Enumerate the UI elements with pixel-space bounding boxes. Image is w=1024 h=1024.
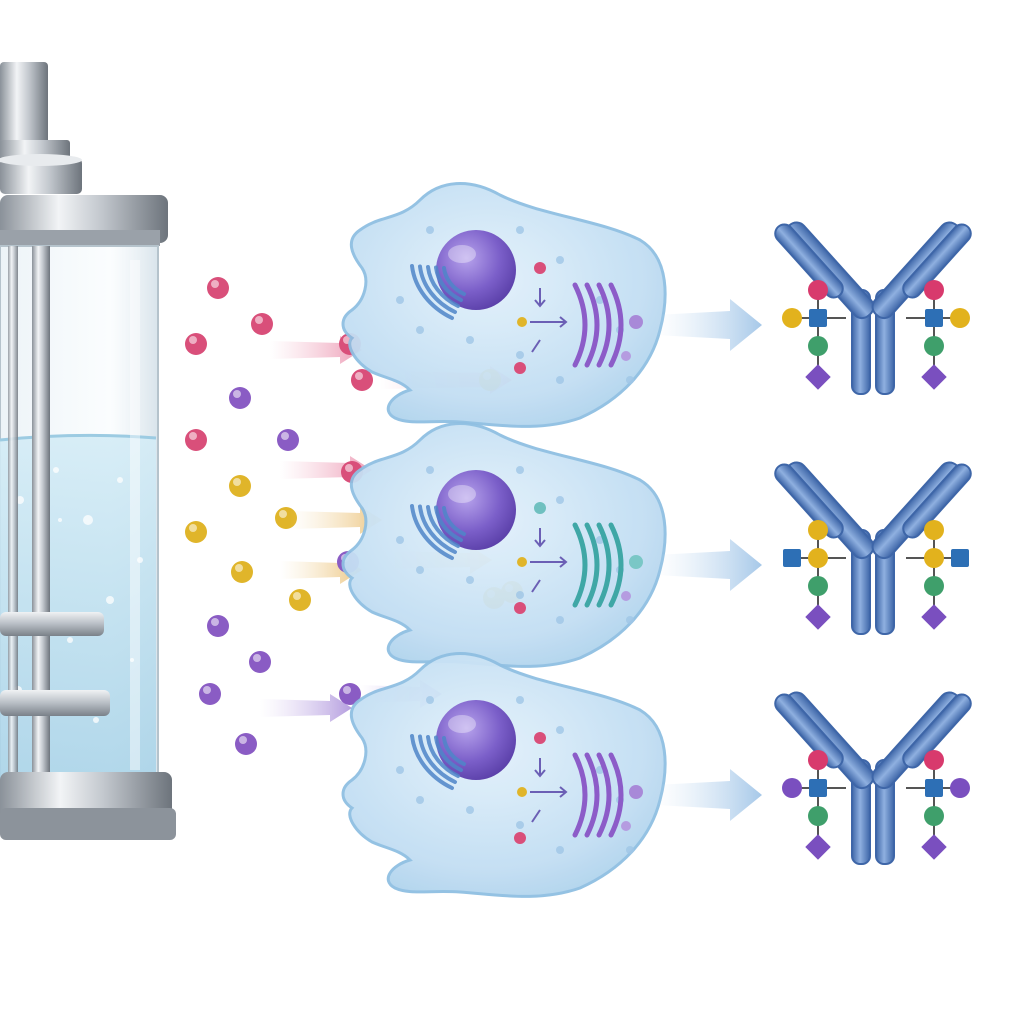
vesicle-trafficking [530, 288, 568, 353]
golgi-icon [572, 522, 624, 608]
flow-arrow-icon [655, 769, 762, 821]
flow-arrow-icon [655, 299, 762, 351]
nutrient-molecule-icon [185, 521, 207, 543]
nutrient-molecule-icon [235, 733, 257, 755]
glycan-icon [906, 280, 970, 390]
endoplasmic-reticulum [410, 734, 466, 790]
antibody-icon [774, 691, 972, 865]
golgi-icon [572, 752, 624, 838]
nutrient-molecule-icon [351, 369, 373, 391]
glycan-icon [906, 520, 969, 630]
cell-icon [341, 182, 667, 428]
nutrient-molecule-icon [289, 589, 311, 611]
antibody-icon [774, 221, 972, 395]
nutrient-molecule-icon [339, 683, 361, 705]
nutrient-molecule-icon [207, 615, 229, 637]
flow-arrow-icon [655, 539, 762, 591]
golgi-icon [572, 282, 624, 368]
endoplasmic-reticulum [410, 264, 466, 320]
nutrient-molecule-icon [231, 561, 253, 583]
nutrient-molecule-icon [251, 313, 273, 335]
cell-icon [341, 652, 667, 898]
nutrient-molecule-icon [229, 475, 251, 497]
nutrient-flow-arrow [260, 694, 352, 722]
nutrient-molecule-icon [249, 651, 271, 673]
vesicle-trafficking [530, 528, 568, 593]
endoplasmic-reticulum [410, 504, 466, 560]
nutrient-molecule-icon [207, 277, 229, 299]
glycan-icon [906, 750, 970, 860]
nutrient-flow-arrow [270, 336, 362, 364]
nutrient-molecule-icon [229, 387, 251, 409]
nutrient-molecule-icon [277, 429, 299, 451]
nutrient-molecule-icon [199, 683, 221, 705]
nutrient-molecule-icon [185, 333, 207, 355]
cell-icon [341, 422, 667, 668]
glycan-icon [783, 520, 846, 630]
nutrient-flow-arrow [290, 506, 382, 534]
nutrient-molecule-icon [185, 429, 207, 451]
glycan-icon [782, 280, 846, 390]
glycan-icon [782, 750, 846, 860]
bioreactor-icon [0, 62, 176, 840]
vesicle-trafficking [530, 758, 568, 823]
antibody-icon [774, 461, 972, 635]
